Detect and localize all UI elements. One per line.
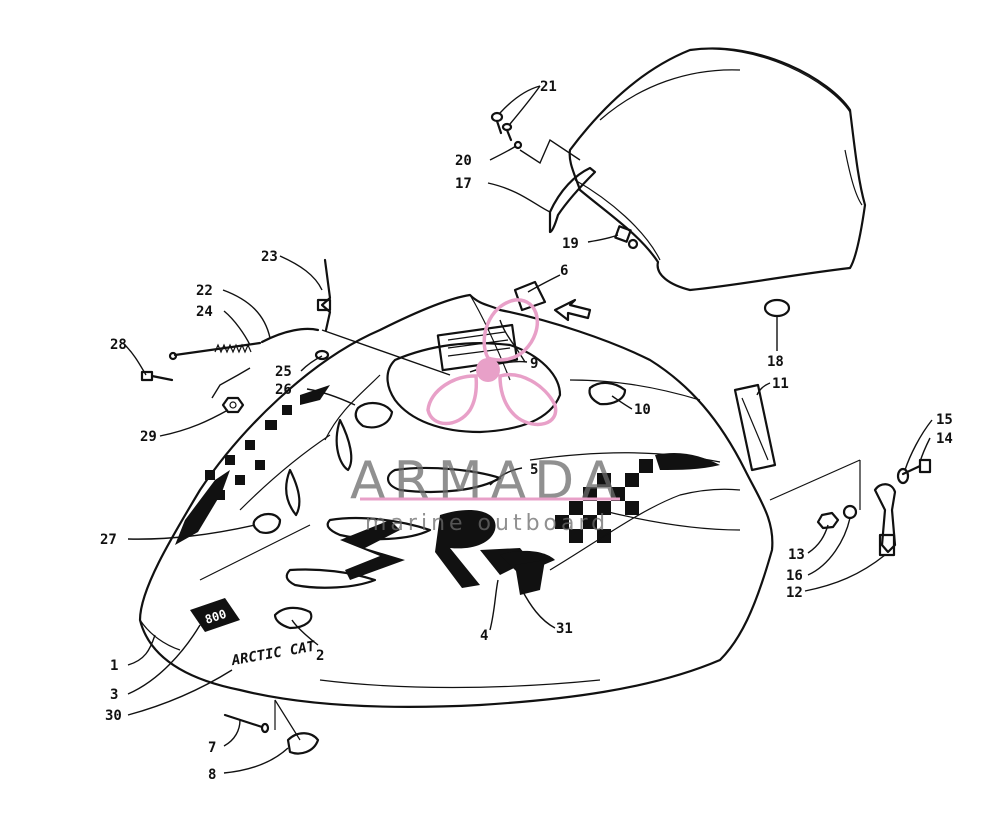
callout-28: 28 (110, 337, 127, 353)
decal-11 (733, 383, 777, 472)
small-model-decal: ARCTIC CAT (230, 639, 317, 670)
callout-labels: 1 2 3 4 5 6 7 8 9 10 11 12 13 14 15 16 1… (100, 79, 953, 783)
callout-3: 3 (110, 687, 118, 703)
model-badge-text: 800 (203, 607, 228, 627)
callout-4: 4 (480, 628, 488, 644)
callout-5: 5 (530, 462, 538, 478)
callout-1: 1 (110, 658, 118, 674)
callout-22: 22 (196, 283, 213, 299)
decal-patch-27 (252, 512, 282, 534)
callout-30: 30 (105, 708, 122, 724)
watermark: ARMADA marine outboard (350, 298, 625, 536)
callout-16: 16 (786, 568, 803, 584)
callout-6: 6 (560, 263, 568, 279)
hood-latch-spring-assembly (140, 258, 332, 414)
callout-18: 18 (767, 354, 784, 370)
windshield (568, 47, 867, 292)
leader-lines (123, 85, 933, 774)
callout-7: 7 (208, 740, 216, 756)
watermark-brand: ARMADA (350, 451, 625, 511)
callout-17: 17 (455, 176, 472, 192)
direction-arrow (553, 298, 592, 322)
callout-29: 29 (140, 429, 157, 445)
decal-patch-2 (273, 606, 313, 630)
callout-31: 31 (556, 621, 573, 637)
decal-patch-10 (588, 381, 627, 406)
checker-decal-left (175, 385, 330, 545)
callout-26: 26 (275, 382, 292, 398)
callout-14: 14 (936, 431, 953, 447)
callout-27: 27 (100, 532, 117, 548)
callout-24: 24 (196, 304, 213, 320)
hood-hinge-assembly (769, 458, 932, 557)
callout-25: 25 (275, 364, 292, 380)
decal-6 (513, 280, 547, 312)
callout-11: 11 (772, 376, 789, 392)
callout-15: 15 (936, 412, 953, 428)
grommet (763, 298, 791, 318)
model-badge: 800 (190, 598, 240, 632)
callout-12: 12 (786, 585, 803, 601)
checker-decal-right (549, 453, 741, 571)
callout-20: 20 (455, 153, 472, 169)
watermark-tagline: marine outboard (365, 511, 609, 536)
callout-2: 2 (316, 648, 324, 664)
callout-21: 21 (540, 79, 557, 95)
windshield-screws (490, 111, 523, 150)
windshield-seal (548, 166, 597, 234)
side-decal-4 (515, 560, 545, 595)
callout-13: 13 (788, 547, 805, 563)
decal-patch-26 (354, 402, 394, 429)
callout-10: 10 (634, 402, 651, 418)
propeller-logo-icon (426, 298, 558, 427)
callout-8: 8 (208, 767, 216, 783)
windshield-nut (614, 225, 639, 250)
rivet-and-plate (223, 699, 320, 755)
callout-19: 19 (562, 236, 579, 252)
callout-9: 9 (530, 356, 538, 372)
callout-23: 23 (261, 249, 278, 265)
